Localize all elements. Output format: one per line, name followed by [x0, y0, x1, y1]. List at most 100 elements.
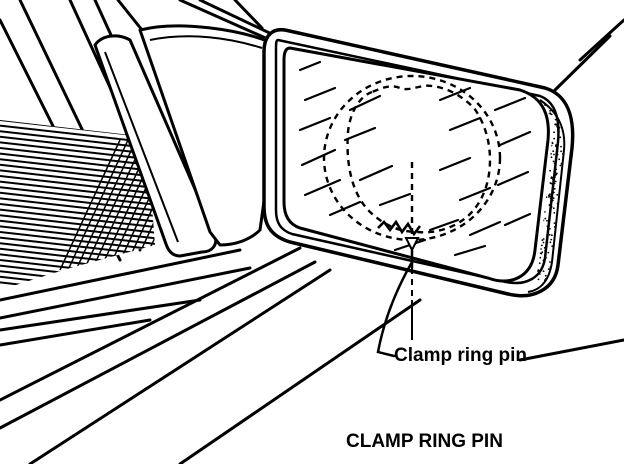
stipple-dot: [556, 277, 559, 279]
stipple-dot: [565, 266, 567, 268]
stipple-dot: [541, 244, 543, 247]
stipple-dot: [561, 253, 563, 256]
stipple-dot: [550, 176, 553, 179]
grille-line: [0, 152, 155, 173]
stipple-dot: [561, 290, 564, 292]
stipple-dot: [549, 261, 551, 263]
stipple-dot: [565, 287, 567, 289]
stipple-dot: [551, 142, 554, 145]
stipple-dot: [549, 286, 552, 289]
glass-reflection-stroke: [438, 86, 472, 102]
grille-slat: [131, 139, 155, 271]
stipple-dot: [551, 234, 553, 237]
grille-slat: [67, 139, 129, 271]
stipple-dot: [549, 193, 551, 196]
glass-reflection-stroke: [468, 220, 502, 237]
glass-reflection-stroke: [503, 212, 532, 227]
stipple-dot: [547, 251, 550, 254]
stipple-dot: [545, 293, 547, 295]
stipple-dot: [542, 238, 545, 240]
glass-reflection-stroke: [298, 60, 322, 72]
stipple-dot: [552, 150, 555, 153]
glass-reflection-stroke: [378, 192, 412, 207]
stipple-dot: [566, 272, 568, 274]
grille-line: [0, 208, 155, 229]
stipple-dot: [553, 153, 555, 156]
stipple-dot: [537, 278, 540, 281]
grille-line: [0, 231, 155, 251]
stipple-dot: [562, 286, 565, 289]
stipple-dot: [542, 241, 545, 244]
stipple-dot: [555, 286, 558, 289]
stipple-dot: [555, 173, 558, 176]
grille-line: [0, 158, 155, 179]
stipple-dot: [566, 253, 568, 255]
glass-reflection-stroke: [300, 148, 337, 167]
glass-reflection-stroke: [303, 86, 337, 102]
grille-slat: [107, 139, 155, 271]
stipple-dot: [550, 156, 553, 159]
stipple-dot: [552, 160, 555, 163]
stipple-dot: [564, 237, 565, 240]
stipple-dot: [566, 268, 568, 270]
grille-line: [0, 141, 155, 162]
stipple-dot: [538, 262, 541, 265]
stipple-dot: [566, 216, 568, 218]
stipple-dot: [559, 136, 562, 139]
glass-reflection-stroke: [428, 218, 460, 232]
stipple-dot: [548, 194, 550, 197]
stipple-dot: [549, 112, 551, 114]
glass-reflection-stroke: [298, 116, 332, 132]
figure-caption: CLAMP RING PIN: [346, 431, 503, 452]
stipple-dot: [544, 217, 547, 220]
stipple-dot: [558, 158, 561, 161]
stipple-dot: [562, 243, 564, 246]
grille-line: [0, 214, 155, 235]
grille-slat: [83, 139, 145, 271]
stipple-dot: [552, 197, 555, 200]
glass-reflection-stroke: [453, 244, 487, 257]
stipple-dot: [564, 231, 565, 234]
stipple-dot: [560, 276, 563, 278]
stipple-dot: [550, 289, 553, 291]
stipple-dot: [560, 145, 562, 148]
glass-reflection-stroke: [493, 96, 527, 112]
grille-line: [0, 203, 155, 223]
glass-reflection-stroke: [328, 200, 362, 217]
grille-slat: [59, 139, 121, 271]
stipple-dot: [558, 279, 561, 282]
stipple-dot: [554, 123, 557, 126]
stipple-dot: [546, 219, 548, 222]
stipple-dot: [559, 278, 561, 280]
grille-line: [0, 169, 155, 190]
stipple-dot: [539, 256, 542, 259]
stipple-dot: [540, 252, 543, 255]
glass-reflection-stroke: [458, 186, 492, 202]
stipple-dot: [547, 268, 550, 270]
stipple-dot: [549, 169, 551, 172]
stipple-dot: [563, 238, 565, 240]
stipple-dot: [554, 118, 557, 121]
stipple-dot: [543, 211, 546, 213]
mirror-glass: [282, 46, 550, 283]
stipple-dot: [556, 193, 559, 196]
stipple-dot: [562, 292, 564, 294]
stipple-dot: [540, 248, 542, 250]
grille-slat: [115, 139, 155, 271]
stipple-dot: [566, 245, 568, 247]
stipple-dot: [566, 96, 568, 98]
stipple-dot: [562, 284, 564, 286]
stipple-dot: [556, 279, 559, 281]
grille-line: [0, 175, 155, 195]
stipple-dot: [559, 164, 562, 167]
callout-leader-line: [376, 260, 414, 358]
stipple-dot: [553, 188, 556, 190]
stipple-dot: [553, 212, 556, 214]
stipple-dot: [542, 270, 545, 272]
stipple-dot: [537, 270, 539, 272]
glass-reflection-stroke: [303, 178, 342, 197]
grille-line: [0, 225, 155, 246]
stipple-dot: [549, 110, 551, 112]
stipple-dot: [566, 96, 568, 98]
glass-reflection-stroke: [448, 116, 482, 132]
